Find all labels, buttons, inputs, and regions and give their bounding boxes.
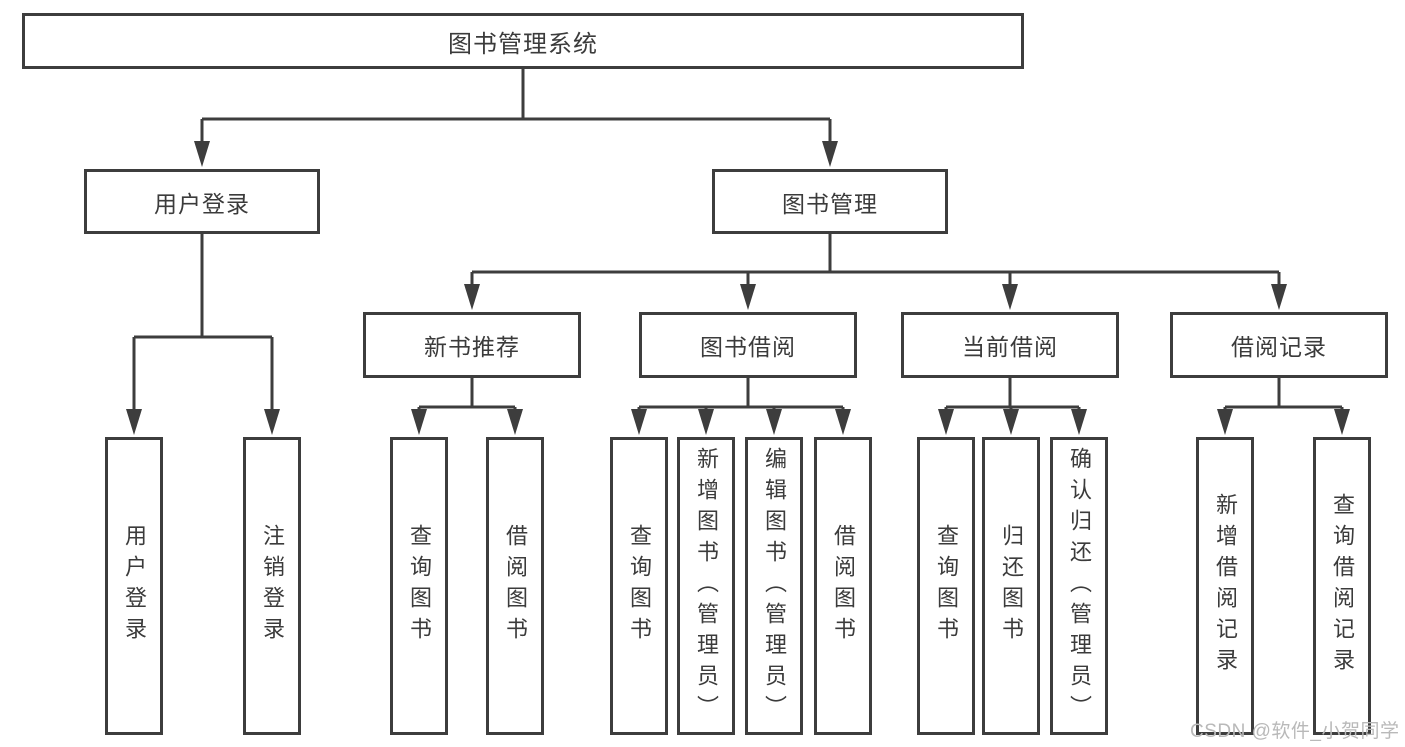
arrowhead-icon	[1003, 409, 1019, 435]
leaf-query-borrow-record-label: 查询借阅记录	[1330, 493, 1355, 679]
arrowhead-icon	[507, 409, 523, 435]
connector-current-borrow-branch	[944, 378, 1081, 412]
node-book-management: 图书管理	[712, 169, 948, 234]
arrowhead-icon	[1071, 409, 1087, 435]
leaf-add-books-admin-label: 新增图书（管理员）	[694, 446, 719, 726]
connector-new-book-branch	[417, 378, 517, 412]
arrowhead-icon	[698, 409, 714, 435]
arrowhead-icon	[822, 141, 838, 167]
connector-root-to-level2	[200, 69, 832, 144]
connector-book-borrow-branch	[637, 378, 845, 412]
arrowhead-icon	[411, 409, 427, 435]
arrowhead-icon	[1271, 284, 1287, 310]
arrowhead-icon	[835, 409, 851, 435]
node-book-borrow: 图书借阅	[639, 312, 857, 378]
leaf-return-books-label: 归还图书	[999, 524, 1024, 648]
leaf-confirm-return-admin-label: 确认归还（管理员）	[1067, 446, 1092, 726]
leaf-query-books-borrow-label: 查询图书	[627, 524, 652, 648]
leaf-query-books-current-label: 查询图书	[934, 524, 959, 648]
leaf-borrow-books-recommend: 借阅图书	[486, 437, 544, 735]
arrowhead-icon	[264, 409, 280, 435]
leaf-add-borrow-record: 新增借阅记录	[1196, 437, 1254, 735]
leaf-add-books-admin: 新增图书（管理员）	[677, 437, 735, 735]
leaf-query-books-borrow: 查询图书	[610, 437, 668, 735]
leaf-query-books-recommend: 查询图书	[390, 437, 448, 735]
arrowhead-icon	[631, 409, 647, 435]
leaf-logout-label: 注销登录	[260, 524, 285, 648]
leaf-add-borrow-record-label: 新增借阅记录	[1213, 493, 1238, 679]
connector-book-management-branch	[470, 234, 1281, 287]
csdn-watermark: CSDN @软件_小贺同学	[1190, 721, 1400, 742]
arrowhead-icon	[1217, 409, 1233, 435]
node-user-login: 用户登录	[84, 169, 320, 234]
arrowhead-icon	[464, 284, 480, 310]
leaf-edit-books-admin: 编辑图书（管理员）	[745, 437, 803, 735]
leaf-edit-books-admin-label: 编辑图书（管理员）	[762, 446, 787, 726]
leaf-return-books: 归还图书	[982, 437, 1040, 735]
leaf-borrow-books-recommend-label: 借阅图书	[503, 524, 528, 648]
leaf-confirm-return-admin: 确认归还（管理员）	[1050, 437, 1108, 735]
connector-borrow-records-branch	[1223, 378, 1344, 412]
leaf-user-login: 用户登录	[105, 437, 163, 735]
node-new-book-recommend: 新书推荐	[363, 312, 581, 378]
leaf-query-books-recommend-label: 查询图书	[407, 524, 432, 648]
leaf-borrow-books-label: 借阅图书	[831, 524, 856, 648]
node-current-borrow: 当前借阅	[901, 312, 1119, 378]
leaf-borrow-books: 借阅图书	[814, 437, 872, 735]
arrowhead-icon	[194, 141, 210, 167]
leaf-user-login-label: 用户登录	[122, 524, 147, 648]
leaf-query-borrow-record: 查询借阅记录	[1313, 437, 1371, 735]
arrowhead-icon	[126, 409, 142, 435]
arrowhead-icon	[1002, 284, 1018, 310]
node-user-login-label: 用户登录	[154, 190, 250, 217]
node-root-label: 图书管理系统	[448, 30, 598, 58]
arrowhead-icon	[938, 409, 954, 435]
arrowhead-icon	[740, 284, 756, 310]
leaf-query-books-current: 查询图书	[917, 437, 975, 735]
node-new-book-recommend-label: 新书推荐	[424, 334, 520, 360]
node-borrow-records-label: 借阅记录	[1231, 334, 1327, 360]
arrowhead-icon	[766, 409, 782, 435]
node-borrow-records: 借阅记录	[1170, 312, 1388, 378]
leaf-logout: 注销登录	[243, 437, 301, 735]
connector-user-login-branch	[132, 234, 274, 412]
node-book-management-label: 图书管理	[782, 190, 878, 217]
node-book-borrow-label: 图书借阅	[700, 334, 796, 360]
arrowhead-icon	[1334, 409, 1350, 435]
node-current-borrow-label: 当前借阅	[962, 334, 1058, 360]
arrowheads	[126, 141, 1350, 435]
node-root: 图书管理系统	[22, 13, 1024, 69]
